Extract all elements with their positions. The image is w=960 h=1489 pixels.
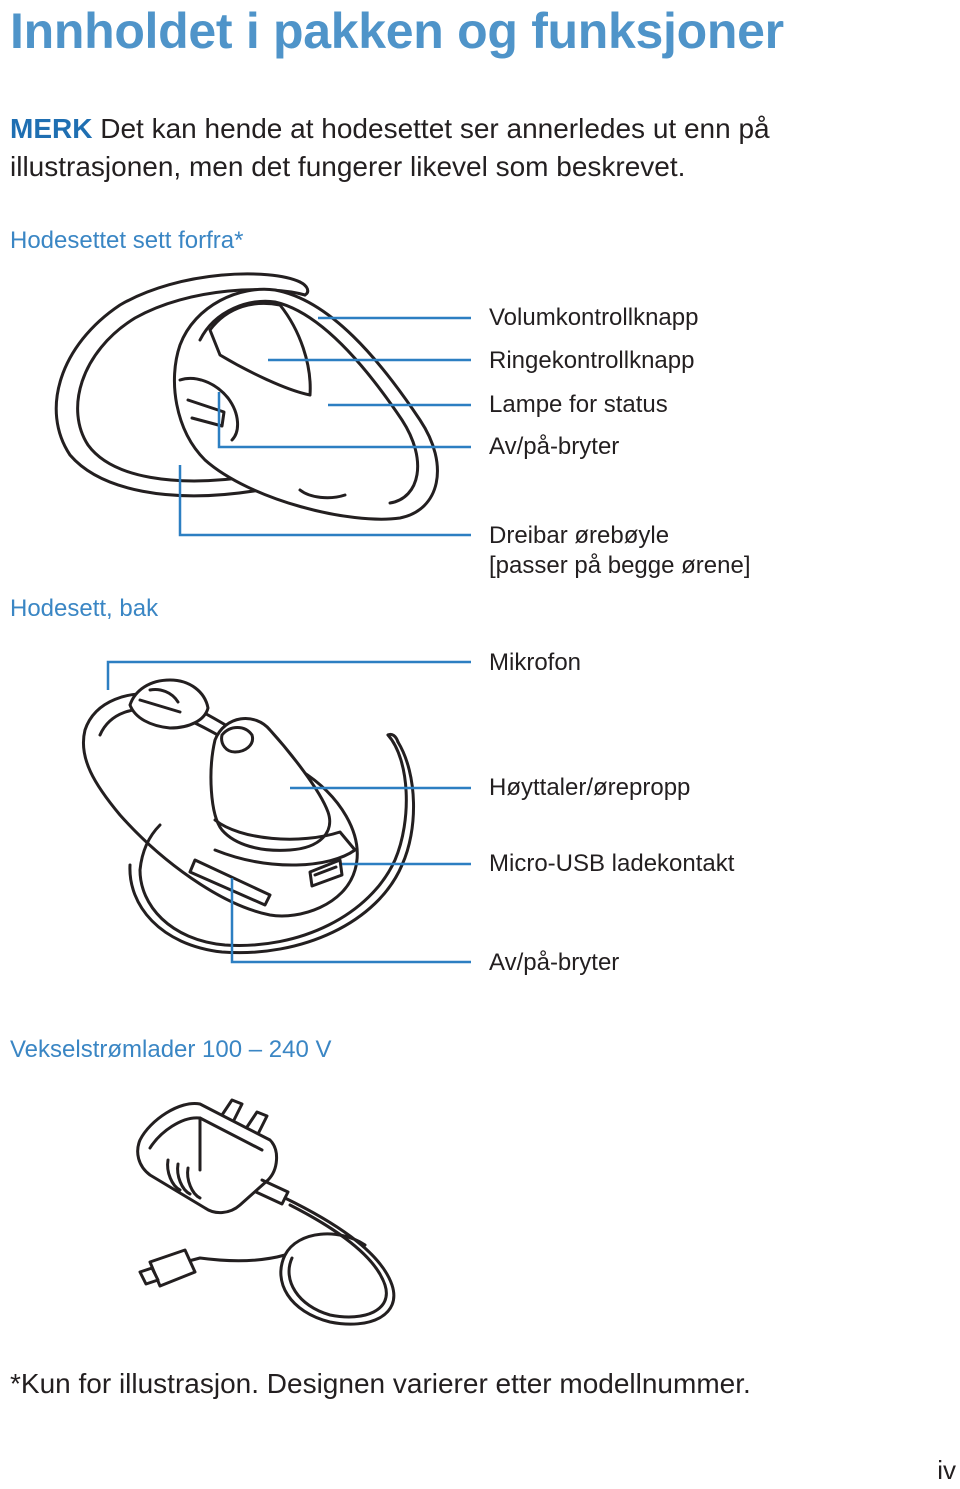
callout-power-switch-back: Av/på-bryter (489, 949, 620, 976)
leader-microphone (106, 660, 471, 690)
note-paragraph: MERK Det kan hende at hodesettet ser ann… (10, 110, 770, 186)
section-back-view: Hodesett, bak (10, 595, 159, 622)
page-title: Innholdet i pakken og funksjoner (10, 3, 784, 59)
headset-front-illustration (54, 272, 439, 521)
callout-microphone: Mikrofon (489, 649, 582, 676)
section-front-view: Hodesettet sett forfra* (10, 227, 244, 254)
callout-usb-port: Micro-USB ladekontakt (489, 850, 735, 877)
note-text-line1: Det kan hende at hodesettet ser annerled… (92, 113, 770, 144)
leader-lines (106, 316, 471, 964)
leader-power-front (217, 392, 471, 449)
headset-back-illustration (82, 678, 415, 955)
leader-earloop (178, 465, 471, 537)
callout-power-switch-front: Av/på-bryter (489, 433, 620, 460)
note-text-line2: illustrasjonen, men det fungerer likevel… (10, 151, 686, 182)
footnote: *Kun for illustrasjon. Designen varierer… (10, 1368, 751, 1399)
callout-speaker: Høyttaler/ørepropp (489, 774, 691, 801)
callout-volume-button: Volumkontrollknapp (489, 304, 699, 331)
callout-earloop-line1: Dreibar ørebøyle (489, 522, 670, 549)
page-number: iv (937, 1455, 956, 1485)
callout-earloop: Dreibar ørebøyle [passer på begge ørene] (489, 521, 751, 581)
callout-earloop-line2: [passer på begge ørene] (489, 552, 751, 579)
note-label: MERK (10, 113, 93, 144)
callout-status-light: Lampe for status (489, 391, 668, 418)
leader-power-back (230, 878, 471, 964)
charger-illustration (136, 1098, 396, 1326)
section-charger: Vekselstrømlader 100 – 240 V (10, 1036, 332, 1063)
callout-call-button: Ringekontrollknapp (489, 347, 695, 374)
